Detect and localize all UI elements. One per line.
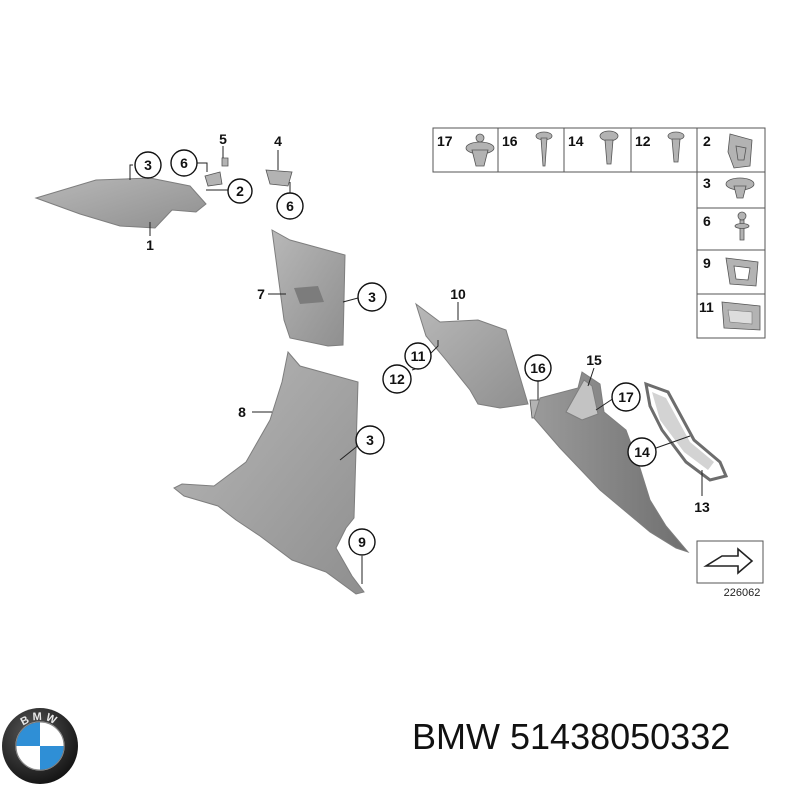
- hw-icon-11-clip: [721, 301, 761, 331]
- hw-cell-6: [696, 207, 766, 251]
- hw-icon-12-screw: [667, 131, 685, 163]
- callout-6: 6: [180, 155, 188, 171]
- arrow-icon: [703, 547, 754, 575]
- callout-14: 14: [634, 444, 650, 460]
- callout-3-circle: [134, 151, 162, 179]
- part-6-clip: [204, 171, 223, 187]
- part-number: 51438050332: [510, 716, 731, 757]
- hw-label-6: 6: [703, 213, 711, 229]
- hw-label-11: 11: [699, 299, 714, 315]
- callout-10: 10: [450, 286, 466, 302]
- callout-14-circle: [627, 437, 657, 467]
- hw-icon-17-push-rivet: [465, 133, 495, 167]
- hw-label-2: 2: [703, 133, 711, 149]
- callout-8: 8: [238, 404, 246, 420]
- part-1-a-pillar-trim: [34, 177, 207, 229]
- callout-15: 15: [586, 352, 602, 368]
- part-5-clip: [221, 157, 229, 167]
- hw-cell-3: [696, 171, 766, 209]
- logo-lettering: BMW: [19, 711, 62, 729]
- callout-3b: 3: [368, 289, 376, 305]
- brand-part-number: BMW 51438050332: [412, 712, 730, 762]
- callout-9: 9: [358, 534, 366, 550]
- callout-11-circle: [404, 342, 432, 370]
- hw-icon-2-clip: [727, 133, 753, 169]
- callout-12: 12: [389, 371, 405, 387]
- callout-16: 16: [530, 360, 546, 376]
- callout-7: 7: [257, 286, 265, 302]
- callout-6b: 6: [286, 198, 294, 214]
- hw-icon-14-screw: [599, 130, 619, 165]
- part-13-bracket: [644, 381, 729, 482]
- part-13-bracket-fill: [652, 392, 714, 470]
- callout-17: 17: [618, 389, 634, 405]
- brand-name: BMW: [412, 716, 500, 757]
- hw-cell-14: [563, 127, 632, 173]
- hw-label-14: 14: [568, 133, 584, 149]
- hw-label-16: 16: [502, 133, 518, 149]
- callout-1: 1: [146, 237, 154, 253]
- hardware-table: 17 16 14 12 2 3 6 9 11: [432, 127, 766, 339]
- callout-3b-circle: [357, 282, 387, 312]
- callout-2: 2: [236, 183, 244, 199]
- callout-16-circle: [524, 354, 552, 382]
- hw-label-12: 12: [635, 133, 651, 149]
- hw-icon-9-clip: [725, 257, 759, 287]
- callout-3c-circle: [355, 425, 385, 455]
- part-10-c-pillar-trim: [415, 302, 529, 409]
- callout-12-circle: [382, 364, 412, 394]
- leader-lines: [129, 146, 703, 584]
- hw-icon-16-screw: [535, 131, 553, 167]
- callout-9-circle: [348, 528, 376, 556]
- hw-label-3: 3: [703, 175, 711, 191]
- hw-icon-3-rivet: [725, 177, 755, 199]
- hw-icon-6-pin: [734, 211, 750, 241]
- hw-cell-16: [497, 127, 565, 173]
- part-15-panel-edge: [565, 379, 599, 421]
- callout-2-circle: [227, 178, 253, 204]
- callout-13: 13: [694, 499, 710, 515]
- callout-3c: 3: [366, 432, 374, 448]
- hw-cell-12: [630, 127, 698, 173]
- callout-11: 11: [411, 348, 426, 364]
- part-7-recess: [294, 286, 324, 304]
- part-8-b-pillar-lower: [173, 350, 365, 595]
- part-4-clip: [265, 169, 293, 187]
- reference-number: 226062: [724, 587, 761, 599]
- callout-4: 4: [274, 133, 282, 149]
- callout-6-circle: [170, 149, 198, 177]
- hw-label-17: 17: [437, 133, 453, 149]
- callout-3: 3: [144, 157, 152, 173]
- callout-5: 5: [219, 131, 227, 147]
- callout-6b-circle: [276, 192, 304, 220]
- bmw-logo: BMW: [2, 708, 78, 784]
- hw-label-9: 9: [703, 255, 711, 271]
- callout-17-circle: [611, 382, 641, 412]
